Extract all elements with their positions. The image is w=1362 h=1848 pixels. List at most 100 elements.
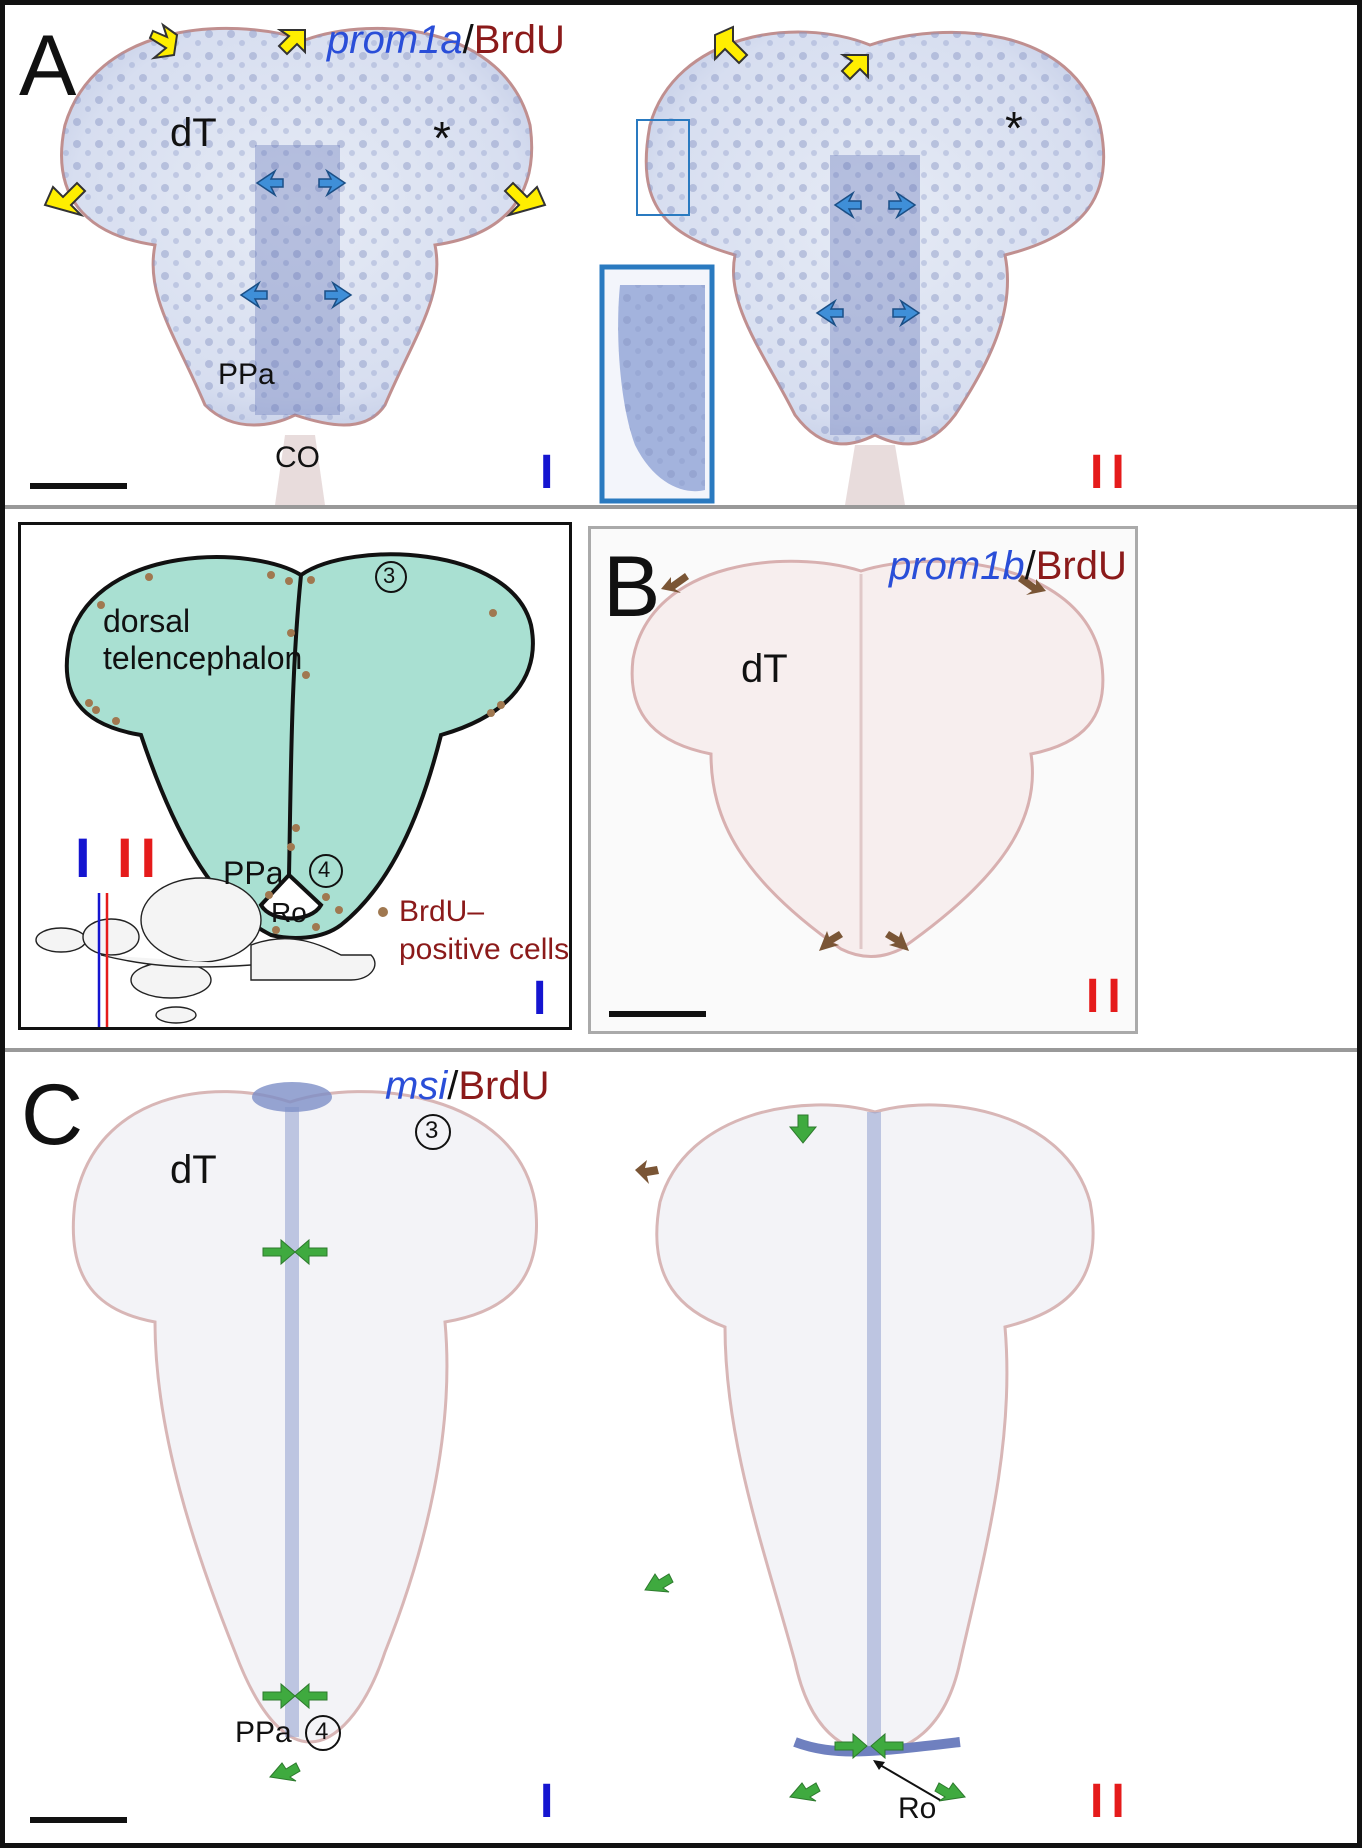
panel-c-micrographs	[30, 1082, 1095, 1823]
panel-c-title: msi/BrdU	[385, 1066, 549, 1106]
brown-arrow-icon	[661, 573, 689, 593]
green-arrow-icon	[262, 1682, 296, 1710]
green-arrow-icon	[788, 1114, 818, 1144]
region-4-circle	[309, 854, 343, 888]
panel-b: B prom1b/BrdU dT II	[588, 526, 1138, 1034]
section-label-i: I	[540, 1775, 562, 1828]
gene-name: prom1b	[889, 544, 1025, 588]
schematic-drawing	[35, 552, 535, 1027]
blue-arrow-icon	[318, 168, 347, 198]
green-arrow-icon	[870, 1732, 904, 1760]
green-arrow-icon	[262, 1238, 296, 1266]
green-arrow-icon	[789, 1782, 821, 1802]
panel-a-micrographs	[30, 22, 1106, 505]
midline	[287, 574, 303, 876]
label-dt: dT	[170, 111, 217, 155]
green-arrow-icon	[294, 1682, 328, 1710]
title-separator: /	[462, 18, 474, 62]
marker-name: BrdU	[1035, 544, 1127, 588]
scale-bar	[30, 483, 127, 489]
telencephalon-outline	[64, 552, 535, 940]
section-a-ii	[644, 30, 1106, 505]
scale-bar	[30, 1817, 127, 1823]
schematic-panel: dorsal telencephalon PPa Ro 3 4 BrdU– po…	[18, 522, 572, 1030]
brdu-dots	[85, 571, 505, 934]
schematic-label-dorsal: dorsal	[103, 603, 191, 639]
panel-b-letter: B	[603, 539, 661, 635]
panel-b-title: prom1b/BrdU	[889, 546, 1127, 586]
brown-arrow-icon	[819, 931, 843, 951]
yellow-arrows	[43, 22, 869, 217]
brown-arrow-icon	[1018, 575, 1046, 595]
legend-section-ii: II	[117, 826, 165, 889]
section-label-ii: II	[1090, 446, 1133, 499]
section-a-i	[60, 26, 534, 505]
asterisk-right: *	[1005, 102, 1023, 154]
label-ppa: PPa	[218, 358, 275, 391]
label-dt: dT	[741, 647, 788, 691]
inset-panel	[599, 264, 715, 504]
brdu-legend-line1: BrdU–	[399, 895, 485, 928]
green-arrow-icon	[644, 1573, 674, 1593]
scale-bar	[609, 1011, 706, 1017]
brown-arrow-icon	[885, 931, 909, 951]
region-4-label: 4	[315, 1718, 329, 1745]
blue-arrow-icon	[892, 298, 921, 328]
schematic-region-3: 3	[383, 563, 396, 588]
panel-b-micrograph	[609, 559, 1105, 1017]
title-separator: /	[447, 1064, 459, 1108]
section-label-ii: II	[1086, 970, 1129, 1023]
schematic-section-mark: I	[533, 972, 555, 1025]
marker-name: BrdU	[473, 18, 565, 62]
legend-section-i: I	[75, 826, 99, 889]
blue-arrow-icon	[239, 280, 268, 310]
label-co: CO	[275, 441, 320, 474]
green-arrow-icon	[834, 1732, 868, 1760]
section-label-i: I	[540, 446, 562, 499]
lateral-brain-sketch	[35, 877, 376, 1024]
section-label-ii: II	[1090, 1775, 1133, 1828]
green-arrow-icon	[294, 1238, 328, 1266]
title-separator: /	[1024, 544, 1036, 588]
blue-arrows	[239, 168, 921, 328]
brown-arrow-icon	[635, 1160, 659, 1184]
schematic-label-telencephalon: telencephalon	[103, 640, 303, 676]
ro-outline	[258, 872, 324, 921]
yellow-arrow-icon	[839, 54, 869, 81]
yellow-arrow-icon	[503, 181, 547, 217]
schematic-label-ro: Ro	[271, 897, 307, 928]
ro-pointer	[874, 1761, 941, 1801]
panel-c-letter: C	[21, 1067, 84, 1163]
panel-a-letter: A	[19, 18, 77, 114]
blue-arrow-icon	[833, 190, 862, 220]
blue-arrow-icon	[324, 280, 353, 310]
schematic-region-4: 4	[318, 857, 331, 882]
blue-arrow-icon	[255, 168, 284, 198]
label-ppa: PPa	[235, 1716, 292, 1749]
region-3-circle	[415, 1114, 451, 1150]
region-3-label: 3	[425, 1117, 439, 1144]
schematic-label-ppa: PPa	[223, 855, 284, 891]
marker-name: BrdU	[458, 1064, 550, 1108]
yellow-arrow-icon	[43, 181, 87, 217]
label-ro: Ro	[898, 1792, 937, 1825]
panel-a-divider	[5, 505, 1357, 509]
section-c-i	[71, 1082, 538, 1744]
gene-name: msi	[385, 1064, 448, 1108]
asterisk-left: *	[433, 112, 451, 164]
panel-a: A prom1a/BrdU dT * * PPa CO I II	[5, 5, 1357, 505]
inset-region-box	[636, 119, 690, 216]
panel-a-title: prom1a/BrdU	[327, 20, 565, 60]
yellow-arrow-icon	[714, 25, 749, 65]
green-arrows	[262, 1114, 966, 1802]
region-4-circle	[305, 1715, 341, 1751]
gene-name: prom1a	[327, 18, 463, 62]
blue-arrow-icon	[888, 190, 917, 220]
brown-arrows	[661, 573, 1046, 951]
panel-c: C msi/BrdU dT 3 PPa 4 Ro I II	[5, 1052, 1357, 1843]
section-c-ii	[655, 1103, 1095, 1757]
yellow-arrow-icon	[276, 29, 306, 56]
brdu-legend-line2: positive cells	[399, 933, 570, 966]
green-arrow-icon	[934, 1782, 966, 1802]
